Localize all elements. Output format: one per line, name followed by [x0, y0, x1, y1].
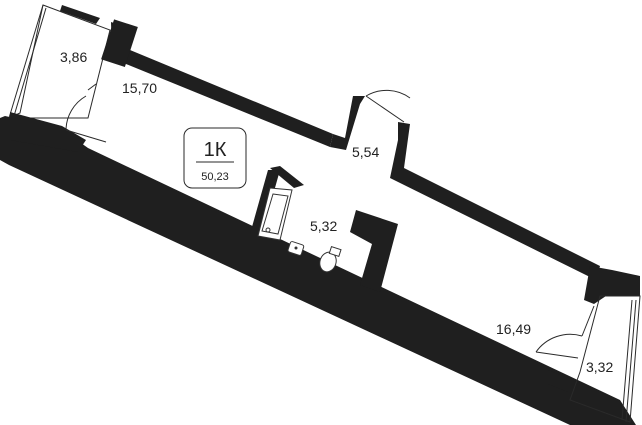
- balcony-left-top-wall: [60, 5, 100, 24]
- wall-bottom-right: [548, 370, 568, 392]
- wall-column-left: [101, 19, 138, 67]
- balcony-right-window-inner: [621, 299, 633, 421]
- door-entrance-arc: [365, 89, 411, 99]
- bathtub-icon: [257, 187, 293, 241]
- door-entrance-leaf: [365, 95, 405, 123]
- balcony-left-outline: [8, 4, 111, 119]
- wall-bathroom-left: [250, 170, 280, 234]
- badge-frame: [183, 127, 247, 189]
- wall-hallway-right: [390, 122, 600, 280]
- door-living-balcony-jamb: [87, 83, 97, 91]
- wall-bathroom-right: [350, 210, 398, 292]
- wall-bathroom-top: [270, 166, 304, 188]
- toilet-icon: [319, 246, 342, 273]
- area-balcony-left: 3,86: [60, 49, 87, 65]
- area-bathroom: 5,32: [310, 218, 337, 234]
- apartment-badge: 1К 50,23: [183, 127, 247, 189]
- wall-column-right: [584, 266, 640, 304]
- balcony-left-window: [8, 4, 44, 119]
- badge-total-area: 50,23: [201, 171, 229, 183]
- balcony-left-window-inner: [13, 7, 47, 117]
- door-living-balcony-leaf: [65, 129, 107, 143]
- area-living-room: 15,70: [122, 80, 157, 96]
- wall-bottom-exterior: [0, 116, 636, 425]
- balcony-right-outline: [569, 295, 641, 423]
- area-balcony-right: 3,32: [586, 359, 613, 375]
- wall-top-living: [111, 22, 333, 147]
- door-kitchen-balcony-arc: [535, 333, 583, 353]
- wall-hallway-left: [330, 96, 365, 150]
- badge-type-label: 1К: [204, 139, 227, 161]
- sink-icon: [287, 241, 305, 256]
- area-hallway: 5,54: [352, 144, 379, 160]
- balcony-right-window: [625, 299, 637, 423]
- wall-corner-left: [10, 112, 86, 152]
- door-kitchen-balcony-jamb: [581, 305, 595, 337]
- door-living-balcony-arc: [65, 95, 87, 131]
- door-kitchen-balcony-leaf: [535, 351, 579, 359]
- area-kitchen-living: 16,49: [496, 321, 531, 337]
